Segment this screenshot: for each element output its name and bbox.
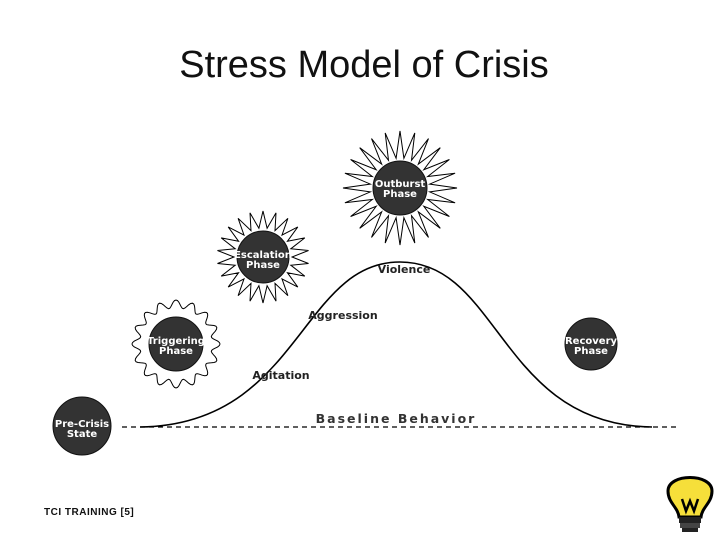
- violence-label: Violence: [378, 263, 431, 276]
- precrisis-node: Pre-Crisis State: [52, 396, 112, 456]
- precrisis-label-line2: State: [67, 429, 98, 440]
- baseline-label: Baseline Behavior: [316, 411, 477, 426]
- aggression-label: Aggression: [308, 309, 377, 322]
- crisis-curve: [139, 261, 653, 428]
- footer-label: TCI TRAINING [5]: [44, 507, 135, 518]
- precrisis-label-line1: Pre-Crisis: [55, 419, 109, 430]
- lightbulb-icon: [666, 476, 714, 532]
- triggering-label-line2: Phase: [159, 346, 193, 357]
- recovery-node: Recovery Phase: [564, 317, 618, 371]
- escalation-label-line2: Phase: [246, 260, 280, 271]
- page-title: Stress Model of Crisis: [179, 44, 549, 86]
- triggering-node: Triggering Phase: [131, 299, 221, 389]
- recovery-label-line2: Phase: [574, 346, 608, 357]
- escalation-label-line1: Escalation: [234, 250, 292, 261]
- outburst-label-line2: Phase: [383, 189, 417, 200]
- outburst-node: Outburst Phase: [342, 130, 458, 246]
- escalation-node: Escalation Phase: [217, 210, 309, 304]
- recovery-label-line1: Recovery: [565, 336, 618, 347]
- triggering-label-line1: Triggering: [147, 336, 205, 347]
- outburst-label-line1: Outburst: [375, 179, 426, 190]
- agitation-label: Agitation: [252, 369, 309, 382]
